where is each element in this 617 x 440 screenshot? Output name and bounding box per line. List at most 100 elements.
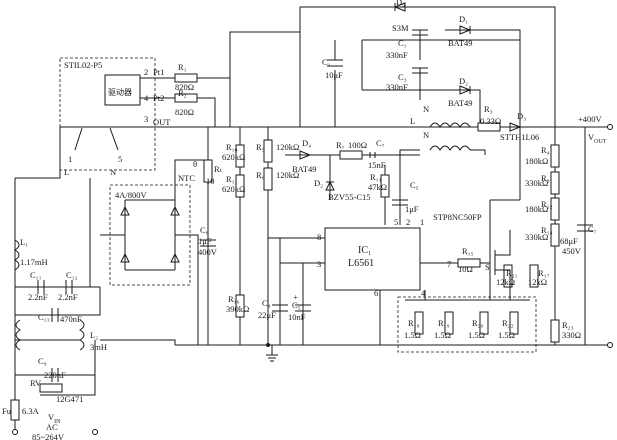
label-pin6: 6 [374,288,378,298]
label-fu-value: 6.3A [22,406,40,416]
label-c6: C₆ [200,225,209,235]
inductor-secondary [429,145,471,151]
resistor-r20 [479,311,489,335]
label-plus: + [293,292,298,302]
label-fu: Fu [2,406,12,416]
switch-contacts [74,127,119,151]
label-r17: R₁₇ [538,268,550,278]
ic-l6561 [324,227,421,291]
label-r14-value: 330kΩ [525,232,548,242]
label-ic: IC₁ [358,245,372,256]
label-pin1b: 1 [420,217,424,227]
label-pin7: 7 [447,259,451,269]
label-pin5: 5 [118,154,122,164]
label-r7-value: 100Ω [348,140,367,150]
label-r16: R₁₆ [228,294,240,304]
label-r11-value: 620kΩ [222,184,245,194]
label-ntc: NTC [178,173,195,183]
label-r3: R₃ [484,104,493,114]
label-c3-value: 330nF [386,82,408,92]
label-bat49-3: BAT49 [292,164,317,174]
label-c5-value: 1μF [405,204,419,214]
capacitor-c7 [577,224,593,232]
capacitor-c13 [51,308,59,322]
inductor-l2-left [15,319,21,351]
label-vin-sub: IN [54,419,61,425]
label-c13-value: 470nF [60,314,82,324]
label-rt-value: 10 [206,176,215,186]
resistor-r12 [550,197,560,221]
label-c12: C₁₂ [66,270,78,280]
bridge-rectifier-outline [109,184,191,286]
label-r22-value: 1.5Ω [498,330,515,340]
label-s3m: S3M [392,23,409,33]
capacitor-c3 [412,67,428,74]
label-ic-name: L6561 [348,258,374,269]
label-c11-value: 2.2nF [28,292,48,302]
label-driver: 驱动器 [108,87,132,97]
label-r2-value: 820Ω [175,107,194,117]
label-r12-value: 180kΩ [525,204,548,214]
label-rt: Rₜ [214,164,223,174]
capacitor-c10 [327,59,343,67]
capacitor-c1 [412,29,428,36]
capacitor-c5 [392,199,408,206]
label-r17-value: 12kΩ [528,277,547,287]
label-d4: D₄ [302,138,311,148]
driver-block [104,74,141,106]
label-switch-l: L [64,167,69,177]
capacitor-c12 [65,280,73,294]
capacitor-c11 [37,280,45,294]
capacitor-c9 [51,368,59,382]
label-c5b: C₅ [292,300,301,310]
label-r6: R₆ [256,170,265,180]
capacitor-c5b [295,304,311,312]
diode-d5 [393,2,406,12]
label-vrange: 85~264V [32,432,65,440]
label-s-pin: S [485,262,490,272]
label-r4: R₄ [541,145,550,155]
label-vin-main: V [48,412,55,422]
label-d1-top: D₁ [459,14,468,24]
resistor-r14 [550,223,560,247]
label-r12: R₁₂ [541,199,553,209]
resistor-r18 [414,311,424,335]
label-bzv: BZV55-C15 [328,192,371,202]
label-r16-value: 390kΩ [226,304,249,314]
label-l2: L₂ [90,330,98,340]
label-rv-value: 12G471 [56,394,83,404]
stil02-module-outline [59,57,156,171]
label-r10-value: 620kΩ [222,152,245,162]
label-r7: R₇ [336,140,345,150]
varistor-rv [39,383,63,393]
label-r18-value: 1.5Ω [404,330,421,340]
label-pt2: Pt2 [153,93,164,103]
resistor-r8 [550,171,560,195]
label-pin2b: 2 [406,217,410,227]
label-bat49-top: BAT49 [448,38,473,48]
label-c5: C₅ [410,180,419,190]
label-vout: VOUT [588,132,607,145]
resistor-r1 [174,73,198,83]
label-pin4: 4 [144,93,149,103]
capacitor-c6 [200,239,216,247]
inductor-l2-right [79,319,85,351]
label-r15: R₁₅ [462,246,474,256]
label-n-top: N [423,104,429,114]
label-r6-value: 120kΩ [276,170,299,180]
resistor-r11b [380,174,390,198]
label-r21: R₂₁ [506,268,518,278]
capacitor-cx [369,152,376,158]
label-d5: D₅ [396,0,405,7]
label-c1-value: 330nF [386,50,408,60]
label-vout-sub: OUT [594,139,607,145]
label-c13: C₁₃ [38,312,50,322]
label-r3-value: 0.33Ω [480,116,501,126]
label-c9-value: 220nF [44,370,66,380]
label-c7-voltage: 450V [562,246,582,256]
resistor-r6 [263,167,273,191]
label-l-main: L [410,116,415,126]
label-c12-value: 2.2nF [58,292,78,302]
